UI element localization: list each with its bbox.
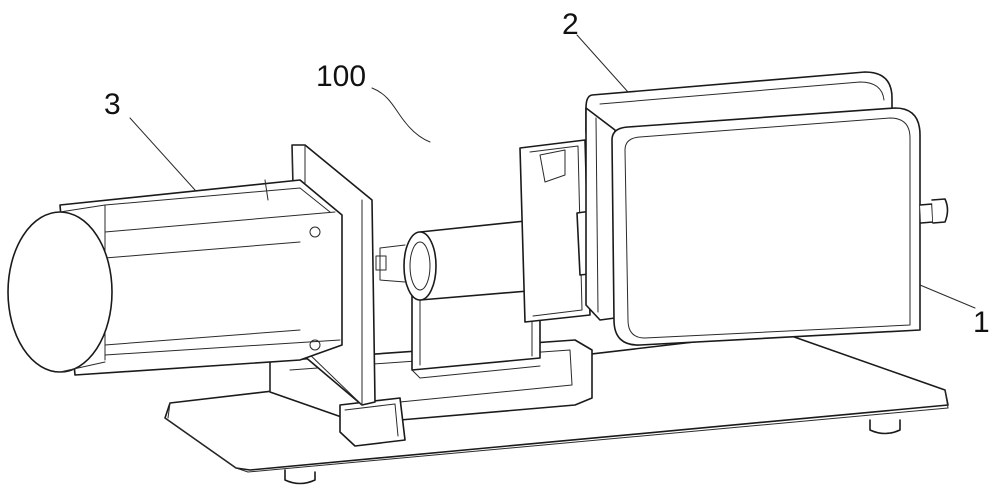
foot-left [284, 469, 316, 485]
label-2: 2 [562, 8, 579, 41]
side-knob [919, 203, 934, 224]
motor [7, 179, 343, 376]
enclosure [585, 71, 949, 346]
foot-right [869, 419, 901, 435]
motor-end-cap [7, 211, 113, 373]
label-100: 100 [316, 60, 366, 93]
label-1: 1 [973, 306, 990, 339]
leader-1 [919, 284, 976, 309]
leader-100 [371, 87, 431, 143]
leader-2 [576, 34, 629, 93]
label-3: 3 [104, 88, 121, 121]
housing-front [611, 107, 921, 346]
leader-3 [129, 117, 196, 191]
